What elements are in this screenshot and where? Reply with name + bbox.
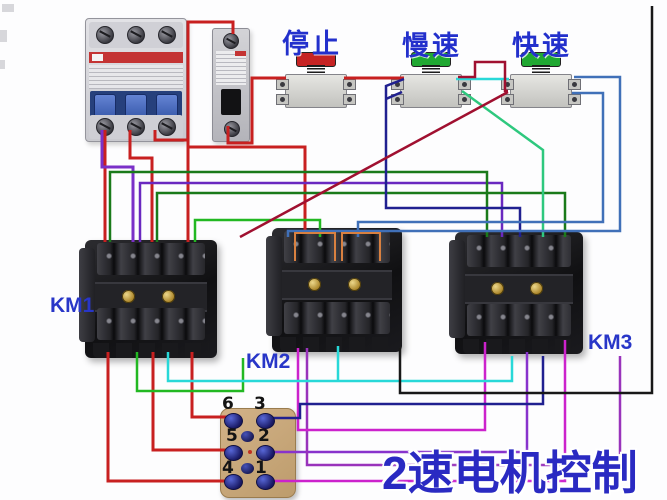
terminal-center-stud [241, 463, 254, 474]
pushbutton-body [276, 74, 356, 108]
terminal-tab [391, 79, 404, 90]
breaker-toggle [221, 89, 241, 115]
contactor-bottom-lugs [284, 302, 390, 334]
km3-label: KM3 [588, 331, 633, 354]
breaker-top-terminals [89, 22, 183, 48]
wire [296, 342, 487, 432]
terminal-tab [343, 79, 356, 90]
spring-icon [532, 65, 550, 74]
pushbutton-body [501, 74, 581, 108]
contactor-top-lugs [97, 243, 205, 275]
contactor-mid-band [282, 270, 392, 300]
wire [106, 352, 230, 483]
breaker-brand-stripe [89, 52, 183, 63]
screw-terminal-icon [95, 118, 114, 136]
contactor-side-plate [449, 240, 465, 338]
contactor-km1 [79, 240, 217, 358]
contactor-top-lugs [284, 231, 390, 263]
wire [188, 145, 307, 234]
pushbutton-body [391, 74, 471, 108]
contactor-mid-band [465, 274, 573, 304]
terminal-center-stud [241, 431, 254, 442]
stop-button-label: 停止 [282, 29, 342, 59]
terminal-number: 3 [254, 394, 266, 414]
fast-button-label: 快速 [512, 31, 572, 61]
terminal-tab [343, 94, 356, 105]
contactor-side-plate [266, 236, 282, 336]
screw-terminal-icon [158, 118, 177, 136]
terminal-tab [276, 79, 289, 90]
screw-terminal-icon [224, 121, 240, 137]
wire [267, 356, 545, 420]
terminal-tab [568, 79, 581, 90]
terminal-number: 1 [255, 458, 267, 478]
terminal-number: 6 [222, 394, 234, 414]
wire [166, 352, 514, 383]
scan-artifact [0, 60, 5, 69]
wire [461, 89, 545, 237]
center-mark [248, 450, 252, 454]
brand-logo [92, 54, 103, 61]
screw-terminal-icon [95, 26, 114, 44]
contactor-bottom-fingers [93, 343, 209, 358]
contactor-side-plate [79, 248, 95, 342]
terminal-number: 4 [222, 458, 234, 478]
scan-artifact [2, 4, 14, 12]
wire [100, 130, 135, 242]
wire [151, 352, 230, 452]
wire [384, 90, 522, 237]
terminal-tab [501, 79, 514, 90]
terminal-tab [501, 94, 514, 105]
brand-chip [235, 51, 246, 56]
breaker-spec-label [89, 65, 183, 89]
screw-terminal-icon [158, 26, 177, 44]
wire [356, 91, 605, 237]
km1-label: KM1 [50, 294, 95, 317]
main-circuit-breaker [85, 18, 187, 142]
slow-button-label: 慢速 [402, 31, 462, 61]
wire [128, 130, 154, 242]
terminal-tab [276, 94, 289, 105]
wire [239, 90, 509, 239]
diagram-title: 2速电机控制 [382, 447, 638, 499]
terminal-number: 2 [258, 426, 270, 446]
contactor-km2 [266, 228, 402, 352]
breaker-bottom-terminals [89, 115, 183, 139]
contactor-bottom-lugs [467, 304, 571, 336]
contactor-bottom-fingers [280, 337, 394, 352]
terminal-tab [391, 94, 404, 105]
screw-terminal-icon [126, 26, 145, 44]
terminal-number: 5 [226, 426, 238, 446]
spring-icon [422, 65, 440, 74]
breaker-spec-label [216, 51, 246, 85]
scan-artifact [0, 30, 7, 42]
terminal-tab [568, 94, 581, 105]
km2-label: KM2 [246, 350, 291, 373]
terminal-tab [458, 94, 471, 105]
contactor-km3 [449, 232, 583, 354]
aux-circuit-breaker [212, 28, 250, 142]
spring-icon [307, 65, 325, 74]
contactor-bottom-lugs [97, 308, 205, 340]
screw-terminal-icon [126, 118, 145, 136]
contactor-bottom-fingers [463, 339, 575, 354]
screw-terminal-icon [223, 33, 239, 49]
terminal-tab [458, 79, 471, 90]
contactor-top-lugs [467, 235, 571, 267]
